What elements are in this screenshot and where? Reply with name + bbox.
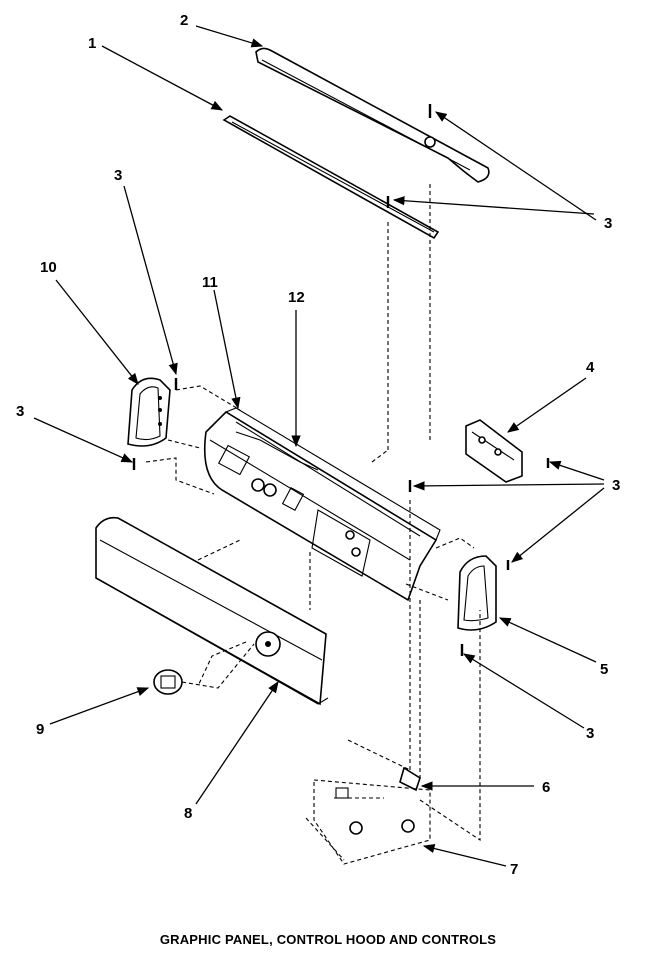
part-1-rail-strip [222, 115, 440, 240]
callout-6: 6 [542, 779, 550, 796]
callout-3-right-mid: 3 [612, 477, 620, 494]
callout-8: 8 [184, 805, 192, 822]
callout-2: 2 [180, 12, 188, 29]
part-9-control-knob [153, 669, 183, 695]
callout-7: 7 [510, 861, 518, 878]
callout-5: 5 [600, 661, 608, 678]
callout-9: 9 [36, 721, 44, 738]
part-12-control-hood [203, 407, 441, 602]
part-2-trim-cover [255, 47, 490, 183]
callout-11: 11 [202, 274, 218, 291]
callout-3-left-bottom: 3 [16, 403, 24, 420]
callout-3-right-bottom: 3 [586, 725, 594, 742]
callout-3-top-right: 3 [604, 215, 612, 232]
part-6-timer-switch [347, 739, 421, 792]
part-8-graphic-panel [95, 516, 329, 706]
part-10-left-end-cap [127, 377, 171, 447]
leader-lines [33, 25, 605, 867]
callout-1: 1 [88, 35, 96, 52]
part-5-right-end-cap [457, 555, 497, 631]
callout-3-left-top: 3 [114, 167, 122, 184]
diagram-caption: GRAPHIC PANEL, CONTROL HOOD AND CONTROLS [159, 932, 497, 947]
callout-4: 4 [586, 359, 595, 376]
part-4-switch-bracket [465, 419, 523, 483]
callout-12: 12 [288, 289, 305, 306]
callout-10: 10 [40, 259, 57, 276]
part-7-mounting-plate [305, 779, 431, 865]
